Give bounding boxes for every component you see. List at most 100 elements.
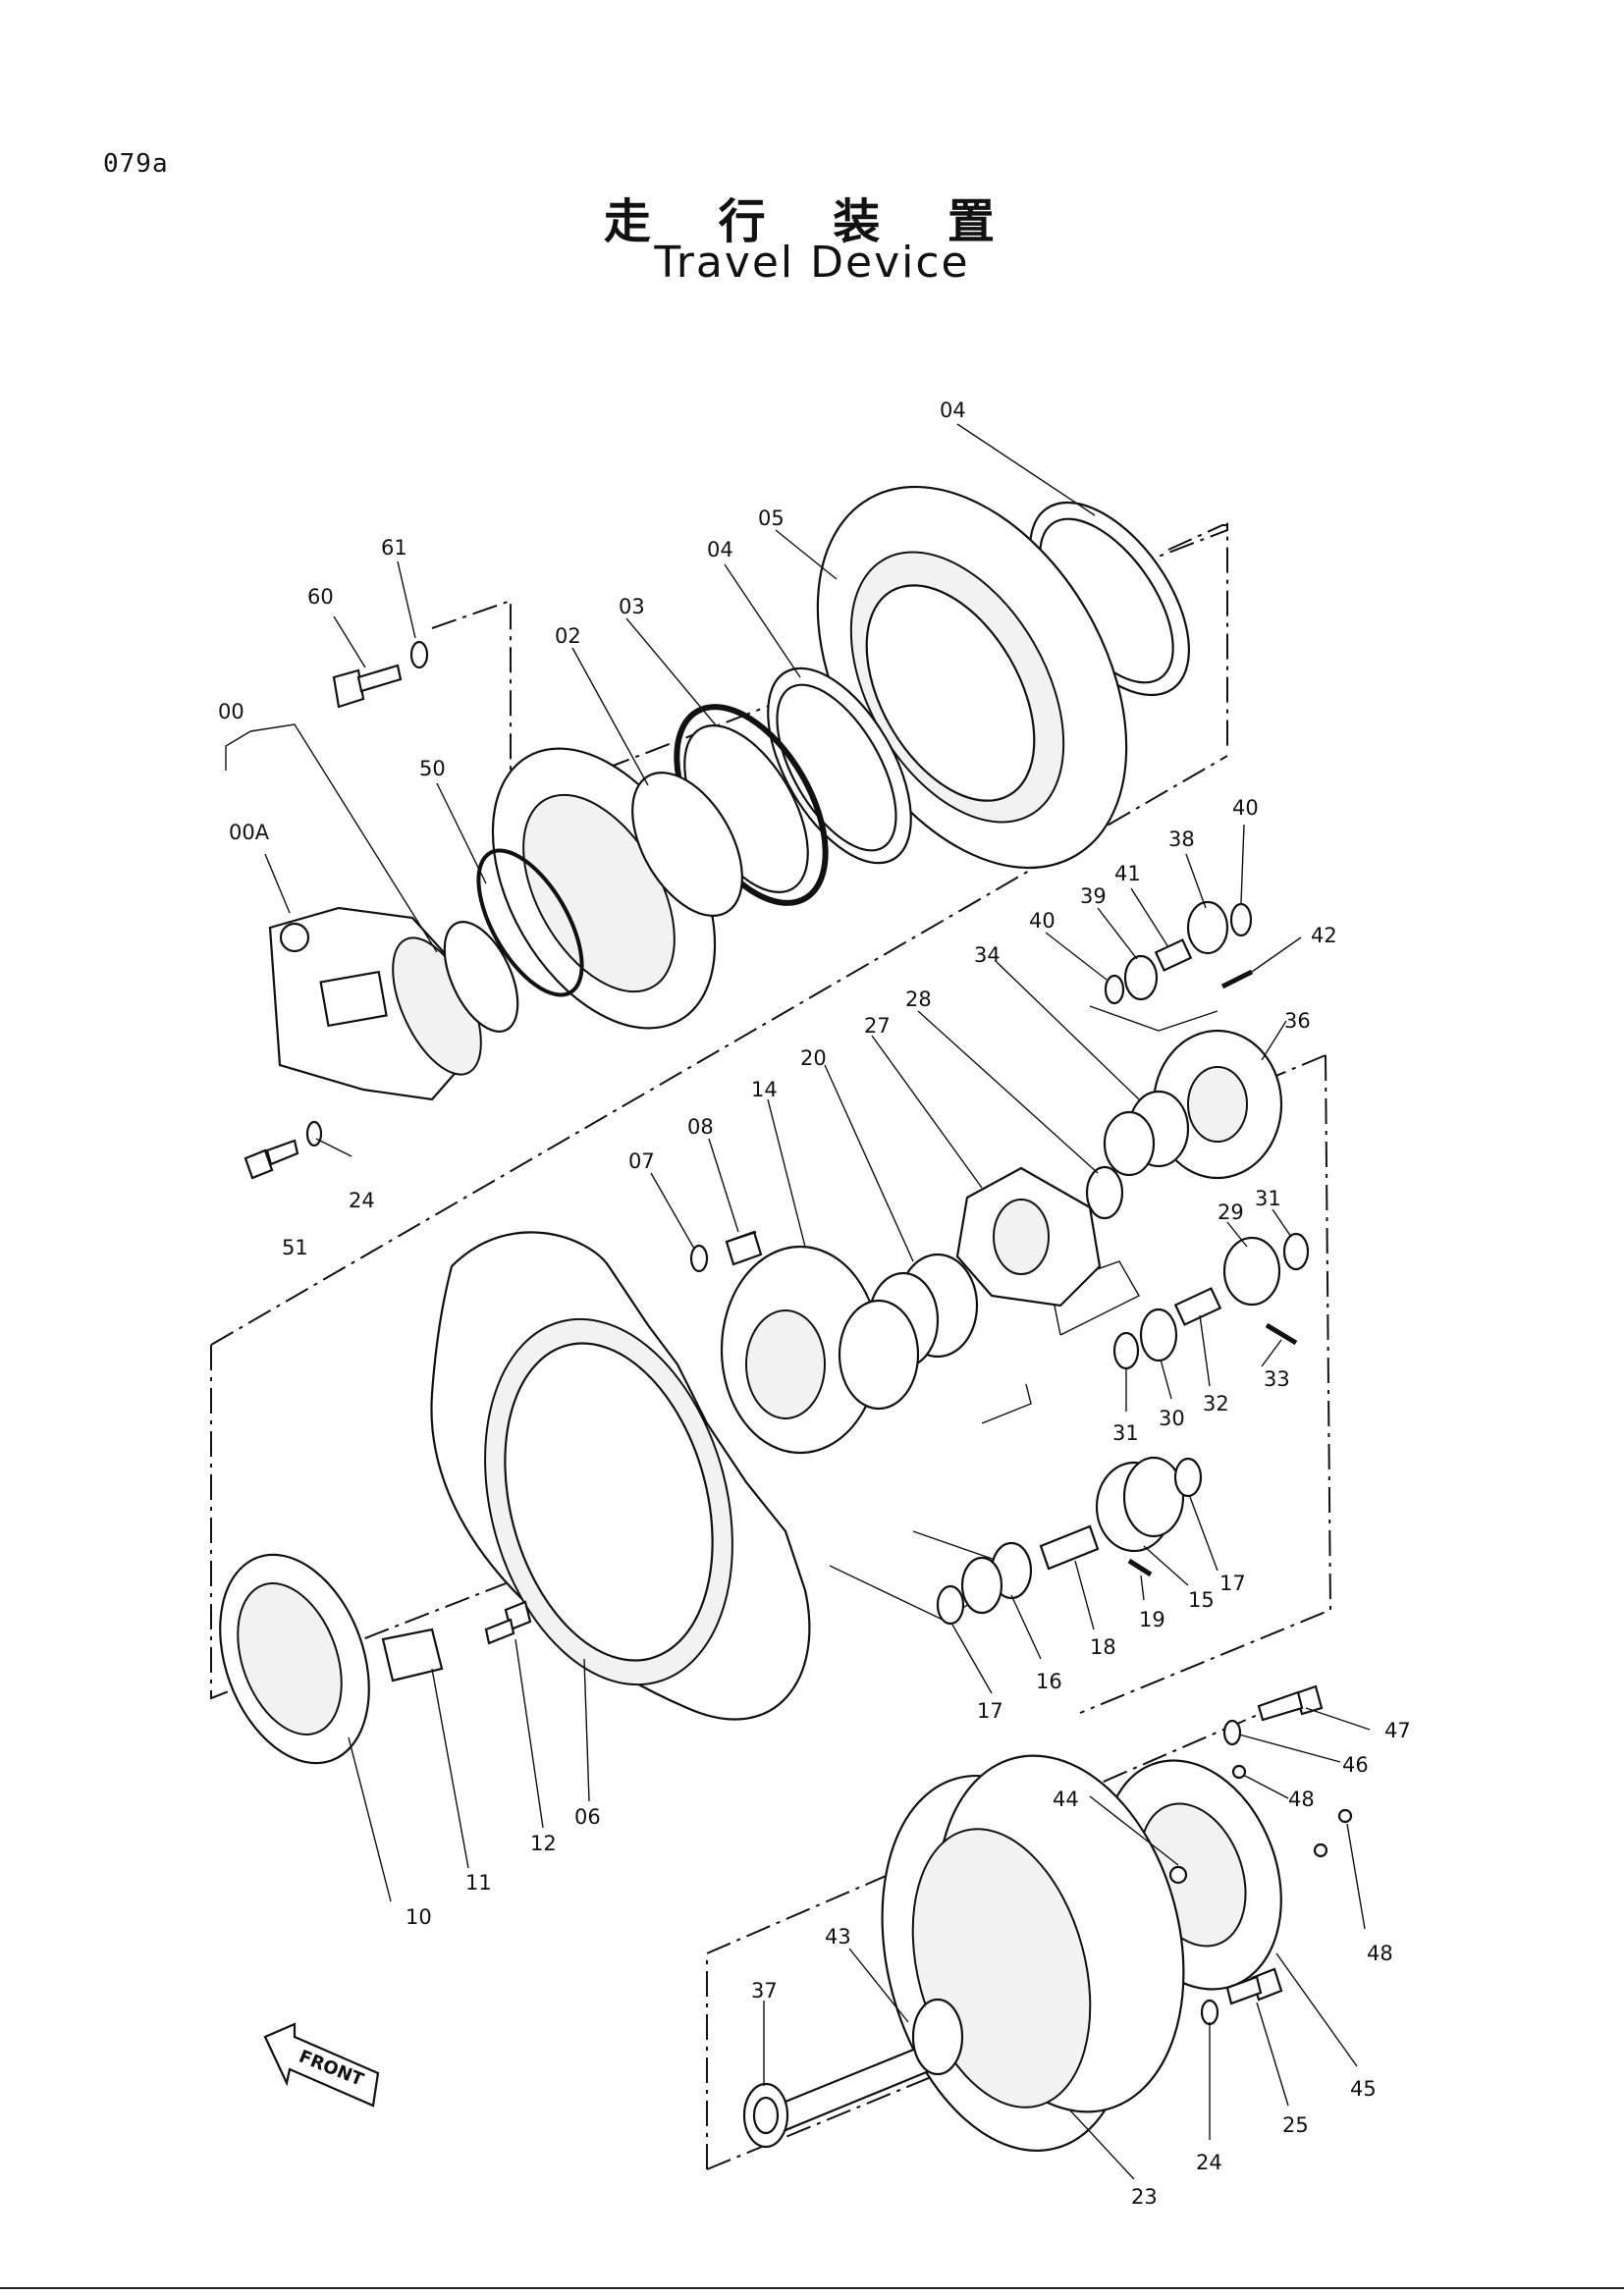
label-25: 25 — [1282, 2113, 1309, 2137]
label-41: 41 — [1114, 862, 1141, 885]
part-48-plugs — [1231, 1764, 1353, 1858]
part-29-planet-gear — [1222, 1236, 1281, 1307]
label-28: 28 — [905, 988, 932, 1011]
label-40-top: 40 — [1232, 796, 1259, 820]
label-31-top: 31 — [1255, 1187, 1281, 1210]
label-02: 02 — [555, 624, 581, 648]
label-42: 42 — [1311, 924, 1337, 947]
label-44: 44 — [1053, 1788, 1079, 1811]
label-17-right: 17 — [1219, 1572, 1246, 1595]
label-48-top: 48 — [1288, 1788, 1315, 1811]
part-24-washer-bottom — [1200, 1999, 1219, 2026]
label-15: 15 — [1188, 1588, 1215, 1612]
part-11-lock-plate — [381, 1628, 444, 1682]
label-45: 45 — [1350, 2077, 1377, 2101]
label-05: 05 — [758, 507, 785, 530]
label-04: 04 — [707, 538, 733, 561]
label-07: 07 — [628, 1149, 655, 1173]
label-61: 61 — [381, 536, 407, 560]
label-10: 10 — [406, 1905, 432, 1929]
title-english: Travel Device — [654, 238, 970, 288]
label-11: 11 — [465, 1871, 492, 1895]
label-16: 16 — [1036, 1670, 1062, 1693]
part-42-pin — [1220, 969, 1254, 989]
label-04-top: 04 — [940, 399, 966, 422]
page-code: 079a — [103, 149, 169, 179]
label-19: 19 — [1139, 1608, 1165, 1631]
label-39: 39 — [1080, 884, 1107, 908]
part-06-ring-gear — [430, 1231, 811, 1721]
label-32: 32 — [1203, 1392, 1229, 1415]
part-50-o-ring — [476, 848, 584, 997]
part-10-cover-seal — [219, 1553, 370, 1765]
part-38-gear — [1186, 900, 1229, 955]
part-32-pin-shaft — [1173, 1287, 1222, 1326]
label-17: 17 — [977, 1699, 1003, 1723]
label-47: 47 — [1384, 1719, 1411, 1742]
title-japanese: 走 行 装 置 — [603, 194, 1021, 249]
label-50: 50 — [419, 757, 446, 780]
part-00A-travel-motor — [268, 906, 519, 1101]
part-12-bolt — [484, 1600, 532, 1645]
part-51-bolt — [244, 1139, 299, 1180]
label-00: 00 — [218, 700, 244, 723]
part-15-planet-gear — [1095, 1456, 1185, 1553]
part-19-pin — [1127, 1558, 1153, 1577]
label-36: 36 — [1284, 1009, 1311, 1033]
part-24-washer-top — [305, 1120, 323, 1148]
label-40: 40 — [1029, 909, 1056, 933]
part-46-washer — [1222, 1719, 1242, 1746]
label-48: 48 — [1367, 1942, 1393, 1965]
label-23: 23 — [1131, 2185, 1158, 2209]
label-60: 60 — [307, 585, 334, 609]
part-60-bolt — [332, 664, 403, 709]
label-38: 38 — [1168, 828, 1195, 851]
footer-rule — [0, 2287, 1624, 2289]
part-40-washer-left — [1104, 974, 1125, 1005]
part-44-cover-bolt — [1168, 1865, 1188, 1885]
part-31-washer-bottom — [1112, 1331, 1140, 1370]
label-27: 27 — [864, 1014, 891, 1038]
label-00A: 00A — [229, 821, 270, 844]
part-14-carrier — [720, 1245, 920, 1455]
label-30: 30 — [1159, 1407, 1185, 1430]
label-51: 51 — [282, 1236, 308, 1259]
part-39-bearing — [1123, 954, 1159, 1001]
part-18-shaft — [1039, 1524, 1100, 1571]
part-30-bearing — [1139, 1308, 1178, 1362]
front-direction-arrow: FRONT — [263, 2022, 380, 2108]
label-31: 31 — [1112, 1421, 1139, 1445]
label-03: 03 — [619, 595, 645, 618]
part-04-left-seal — [767, 667, 912, 865]
part-08-bolt — [725, 1230, 763, 1266]
part-number-labels: 04 05 04 61 60 03 02 00 50 00A 40 38 41 … — [218, 399, 1411, 2209]
part-05-housing — [816, 485, 1128, 870]
leader-lines — [225, 423, 1371, 2180]
part-33-pin — [1265, 1322, 1298, 1346]
label-20: 20 — [800, 1046, 827, 1070]
label-43: 43 — [825, 1925, 851, 1949]
part-25-bolt — [1225, 1967, 1283, 2005]
label-24-top: 24 — [349, 1189, 375, 1212]
label-46: 46 — [1342, 1753, 1369, 1777]
label-34: 34 — [974, 943, 1001, 967]
label-37: 37 — [751, 1979, 778, 2002]
label-18: 18 — [1090, 1635, 1116, 1659]
label-08: 08 — [687, 1115, 714, 1139]
label-29: 29 — [1218, 1201, 1244, 1224]
part-31-washer-top — [1282, 1232, 1310, 1271]
part-27-carrier — [955, 1166, 1102, 1308]
part-02-bearing-hub — [491, 747, 743, 1030]
part-41-shaft — [1154, 938, 1193, 972]
label-06: 06 — [574, 1805, 601, 1829]
part-07-washer — [689, 1244, 709, 1273]
label-24: 24 — [1196, 2151, 1222, 2174]
part-43-output-shaft — [774, 1998, 964, 2132]
part-16-bearings — [960, 1541, 1033, 1615]
part-40-washer-top — [1229, 902, 1253, 937]
part-28-thrust-washer — [1085, 1165, 1124, 1220]
part-34-sun-gear — [1103, 1090, 1190, 1177]
part-61-washer — [409, 640, 429, 669]
label-33: 33 — [1264, 1367, 1290, 1391]
